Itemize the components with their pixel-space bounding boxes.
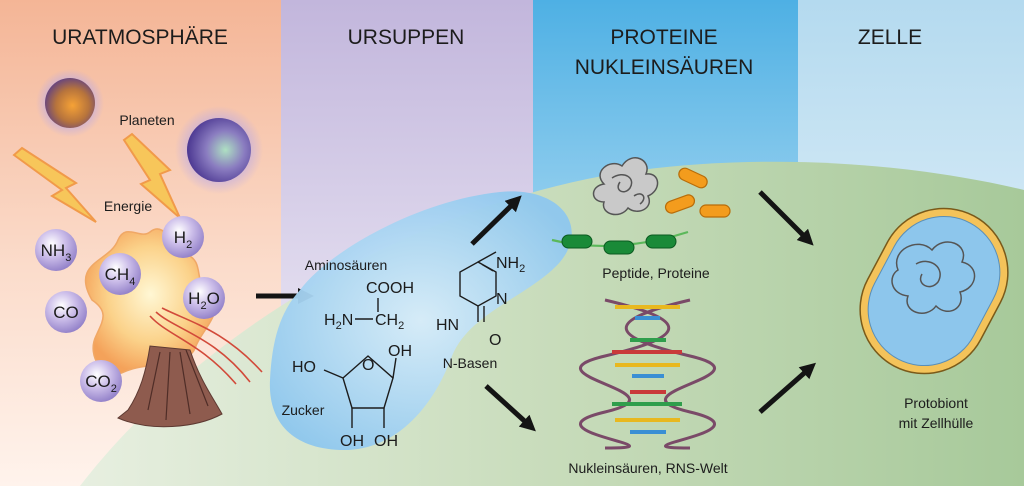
- svg-text:CO: CO: [53, 303, 79, 322]
- header-nukleinsaeuren: NUKLEINSÄUREN: [575, 56, 754, 79]
- molecule-co2: CO2: [80, 360, 122, 402]
- header-uratmosphaere: URATMOSPHÄRE: [52, 26, 228, 49]
- svg-text:CH2: CH2: [375, 312, 404, 332]
- svg-text:OH: OH: [340, 433, 364, 450]
- svg-text:CH4: CH4: [105, 265, 136, 288]
- zellhuelle-label: mit Zellhülle: [899, 415, 974, 431]
- arrow-nucleic-to-cell: [758, 362, 817, 414]
- aminosaeuren-label: Aminosäuren: [305, 257, 388, 273]
- svg-text:HO: HO: [292, 359, 316, 376]
- svg-text:N: N: [496, 291, 508, 308]
- molecule-nh3: NH3: [35, 229, 77, 271]
- molecule-h2: H2: [162, 216, 204, 258]
- energie-label: Energie: [104, 198, 152, 214]
- arrow-peptide-to-cell: [758, 190, 814, 246]
- nukleinsaeuren-label: Nukleinsäuren, RNS-Welt: [568, 460, 727, 476]
- svg-text:NH2: NH2: [496, 255, 525, 275]
- arrow-to-peptide: [470, 195, 522, 246]
- header-ursuppen: URSUPPEN: [348, 26, 465, 49]
- dna-helix: [578, 298, 717, 450]
- peptide-chain: [551, 230, 689, 255]
- planeten-label: Planeten: [119, 112, 174, 128]
- planet-small: [36, 69, 104, 137]
- protobiont-cell: [859, 207, 1009, 375]
- svg-text:H2: H2: [174, 228, 192, 251]
- protobiont-label: Protobiont: [904, 395, 968, 411]
- protein-capsule: [664, 194, 696, 214]
- n-base-structure: NH2 N HN O: [436, 251, 525, 349]
- svg-text:OH: OH: [374, 433, 398, 450]
- svg-text:O: O: [362, 357, 374, 374]
- protein-capsule: [699, 204, 731, 218]
- protein-capsule: [678, 167, 708, 189]
- zucker-label: Zucker: [282, 402, 325, 418]
- svg-text:CO2: CO2: [85, 372, 117, 395]
- svg-text:O: O: [489, 332, 501, 349]
- svg-text:H2O: H2O: [188, 289, 220, 312]
- svg-text:COOH: COOH: [366, 280, 414, 297]
- svg-text:HN: HN: [436, 317, 459, 334]
- lightning-bolt-right: [122, 132, 181, 219]
- header-proteine: PROTEINE: [610, 26, 717, 49]
- molecule-co: CO: [45, 291, 87, 333]
- molecule-ch4: CH4: [99, 253, 141, 295]
- arrow-to-nucleic-acid: [484, 384, 536, 432]
- header-zelle: ZELLE: [858, 26, 922, 49]
- amino-acid-structure: COOH H2N CH2: [324, 280, 414, 332]
- molecule-h2o: H2O: [183, 277, 225, 319]
- svg-text:OH: OH: [388, 343, 412, 360]
- planet-large: [175, 106, 263, 194]
- peptide-label: Peptide, Proteine: [602, 265, 710, 281]
- svg-text:H2N: H2N: [324, 312, 353, 332]
- svg-text:NH3: NH3: [41, 241, 72, 264]
- sugar-structure: O HO OH OH OH: [292, 343, 412, 450]
- n-basen-label: N-Basen: [443, 355, 497, 371]
- protein-tangle: [592, 157, 659, 216]
- lightning-bolt-left: [12, 146, 97, 223]
